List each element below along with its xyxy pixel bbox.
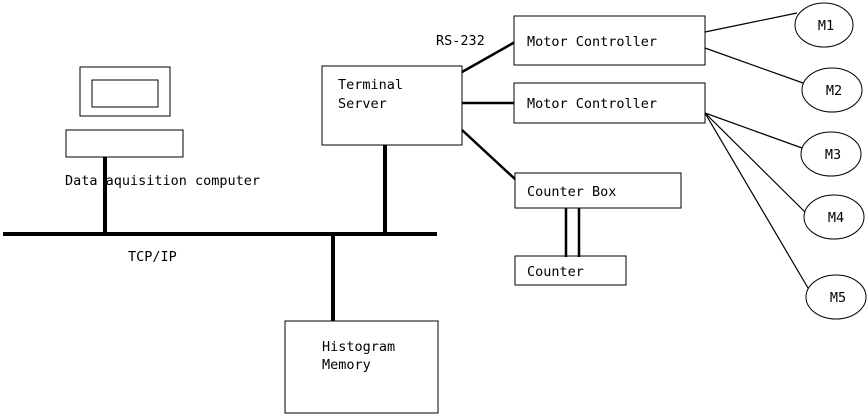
link-terminal-server-to-motor-controller-1 xyxy=(461,40,516,74)
link-motor-controller-1-to-m1 xyxy=(704,12,798,33)
rs232-label: RS-232 xyxy=(436,33,485,49)
histogram-memory-label-line2: Memory xyxy=(322,357,371,373)
computer-base-unit xyxy=(65,129,184,158)
link-motor-controller-2-to-m4 xyxy=(704,112,806,213)
motor-m3-ellipse xyxy=(800,131,862,177)
terminal-server-box xyxy=(321,65,463,146)
motor-m4-label: M4 xyxy=(828,210,844,226)
link-terminal-server-to-counter-box xyxy=(461,129,517,181)
motor-m1-ellipse xyxy=(794,2,854,48)
tcpip-label: TCP/IP xyxy=(128,249,177,265)
motor-m4-ellipse xyxy=(803,194,865,240)
motor-m3-label: M3 xyxy=(825,147,841,163)
motor-controller-1-box xyxy=(513,15,706,66)
motor-m1-label: M1 xyxy=(818,18,834,34)
counter-label: Counter xyxy=(527,264,584,280)
link-motor-controller-2-to-m3 xyxy=(704,112,803,149)
motor-controller-1-label: Motor Controller xyxy=(527,34,657,50)
motor-controller-2-box xyxy=(513,82,706,124)
link-motor-controller-1-to-m2 xyxy=(704,47,804,84)
histogram-memory-box xyxy=(284,320,439,414)
link-motor-controller-2-to-m5 xyxy=(704,112,809,289)
terminal-server-label-line2: Server xyxy=(338,96,387,112)
terminal-server-label-line1: Terminal xyxy=(338,77,403,93)
monitor-screen xyxy=(91,79,159,108)
motor-m5-ellipse xyxy=(805,274,867,320)
motor-m5-label: M5 xyxy=(830,290,846,306)
counter-box-label: Counter Box xyxy=(527,184,616,200)
counter-box xyxy=(514,255,627,286)
motor-m2-ellipse xyxy=(801,67,863,113)
histogram-memory-label-line1: Histogram xyxy=(322,339,395,355)
data-acquisition-computer-label: Data aquisition computer xyxy=(65,173,260,189)
motor-m2-label: M2 xyxy=(826,83,842,99)
counter-box-box xyxy=(514,172,682,209)
motor-controller-2-label: Motor Controller xyxy=(527,96,657,112)
